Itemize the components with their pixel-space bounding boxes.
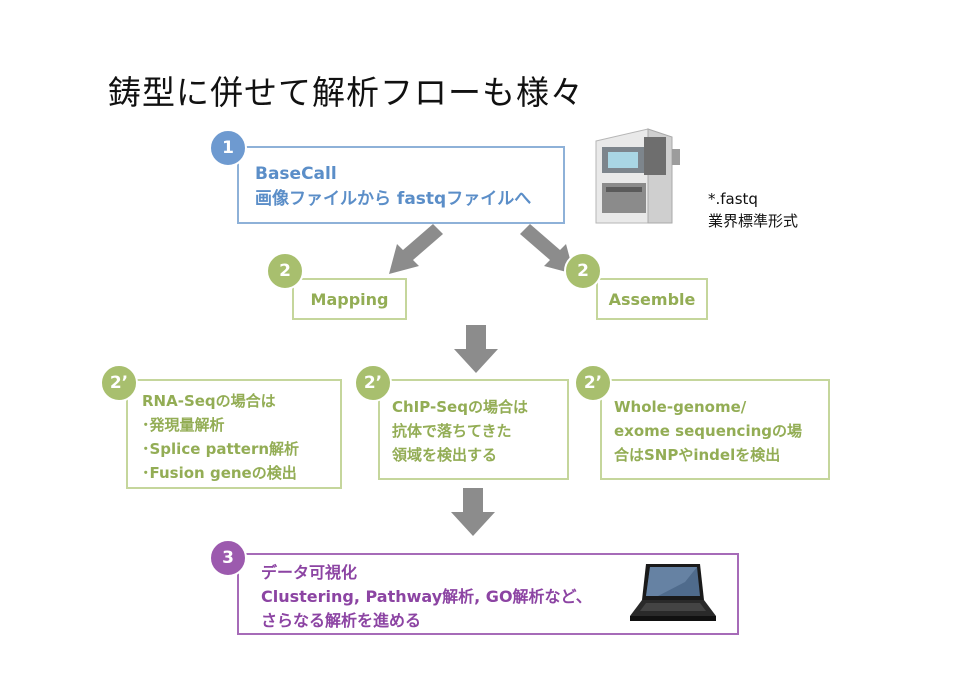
fastq-desc: 業界標準形式 xyxy=(708,212,799,230)
chipseq-line-2: 抗体で落ちてきた xyxy=(392,422,512,440)
wgs-line-2: exome sequencingの場 xyxy=(614,422,802,440)
sequencer-machine-icon xyxy=(595,128,680,224)
arrow-down-2 xyxy=(451,488,495,536)
basecall-title: BaseCall xyxy=(255,164,337,184)
rnaseq-line-3: ･Splice pattern解析 xyxy=(142,440,300,458)
arrow-down-1 xyxy=(454,325,498,373)
page-title: 鋳型に併せて解析フローも様々 xyxy=(108,73,584,112)
chipseq-line-3: 領域を検出する xyxy=(392,446,498,464)
visualization-desc-2: さらなる解析を進める xyxy=(261,611,422,630)
assemble-box: Assemble xyxy=(596,278,708,320)
step-2prime-rnaseq-badge: 2’ xyxy=(100,364,138,402)
laptop-icon xyxy=(630,564,716,621)
step-1-badge: 1 xyxy=(209,129,247,167)
step-3-badge: 3 xyxy=(209,539,247,577)
wgs-line-3: 合はSNPやindelを検出 xyxy=(614,446,781,464)
step-2prime-wgs-badge: 2’ xyxy=(574,364,612,402)
step-2-mapping-badge: 2 xyxy=(266,252,304,290)
mapping-box: Mapping xyxy=(292,278,407,320)
rnaseq-line-1: RNA-Seqの場合は xyxy=(142,392,276,410)
chipseq-box: ChIP-Seqの場合は 抗体で落ちてきた 領域を検出する xyxy=(378,379,569,480)
visualization-desc-1: Clustering, Pathway解析, GO解析など、 xyxy=(261,587,592,606)
rnaseq-box: RNA-Seqの場合は ･発現量解析 ･Splice pattern解析 ･Fu… xyxy=(126,379,342,489)
mapping-label: Mapping xyxy=(310,289,389,309)
visualization-title: データ可視化 xyxy=(261,563,358,582)
fastq-note: *.fastq 業界標準形式 xyxy=(708,188,798,232)
chipseq-line-1: ChIP-Seqの場合は xyxy=(392,398,528,416)
basecall-desc: 画像ファイルから fastqファイルへ xyxy=(255,189,532,209)
wgs-box: Whole-genome/ exome sequencingの場 合はSNPやi… xyxy=(600,379,830,480)
arrow-to-mapping xyxy=(389,224,443,274)
basecall-box: BaseCall 画像ファイルから fastqファイルへ xyxy=(237,146,565,224)
rnaseq-line-4: ･Fusion geneの検出 xyxy=(142,464,297,482)
arrow-to-assemble xyxy=(520,224,574,274)
rnaseq-line-2: ･発現量解析 xyxy=(142,416,225,434)
assemble-label: Assemble xyxy=(608,289,696,309)
wgs-line-1: Whole-genome/ xyxy=(614,398,747,416)
step-2-assemble-badge: 2 xyxy=(564,252,602,290)
fastq-ext: *.fastq xyxy=(708,190,758,208)
step-2prime-chipseq-badge: 2’ xyxy=(354,364,392,402)
